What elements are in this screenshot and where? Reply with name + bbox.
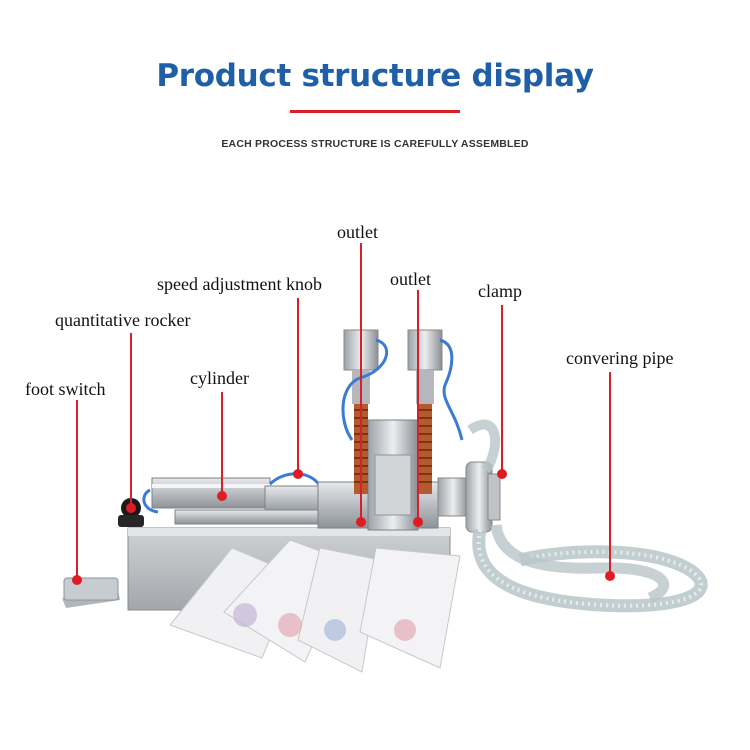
label-convering-pipe: convering pipe: [566, 348, 674, 368]
pipe-clamp: [437, 461, 501, 533]
label-speed-adjustment-knob: speed adjustment knob: [157, 274, 322, 294]
sample-pouches: [169, 539, 461, 673]
convering-pipe-hose: [467, 419, 708, 613]
title-underline: [290, 110, 460, 113]
label-foot-switch: foot switch: [25, 379, 106, 399]
cylinder-body: [142, 472, 356, 525]
label-outlet-1: outlet: [337, 222, 378, 242]
label-cylinder: cylinder: [190, 368, 249, 388]
foot-switch-device: [62, 577, 120, 608]
speed-knob-marker: [293, 469, 303, 479]
page-subtitle: EACH PROCESS STRUCTURE IS CAREFULLY ASSE…: [221, 138, 529, 150]
filling-head-right: [407, 329, 464, 494]
label-quantitative-rocker: quantitative rocker: [55, 310, 191, 330]
quantitative-rocker-marker: [126, 503, 136, 513]
cylinder-marker: [217, 491, 227, 501]
page-title: Product structure display: [156, 58, 594, 94]
convering-pipe-marker: [605, 571, 615, 581]
label-outlet-2: outlet: [390, 269, 431, 289]
label-clamp: clamp: [478, 281, 522, 301]
outlet-1-marker: [356, 517, 366, 527]
foot-switch-marker: [72, 575, 82, 585]
clamp-marker: [497, 469, 507, 479]
outlet-2-marker: [413, 517, 423, 527]
